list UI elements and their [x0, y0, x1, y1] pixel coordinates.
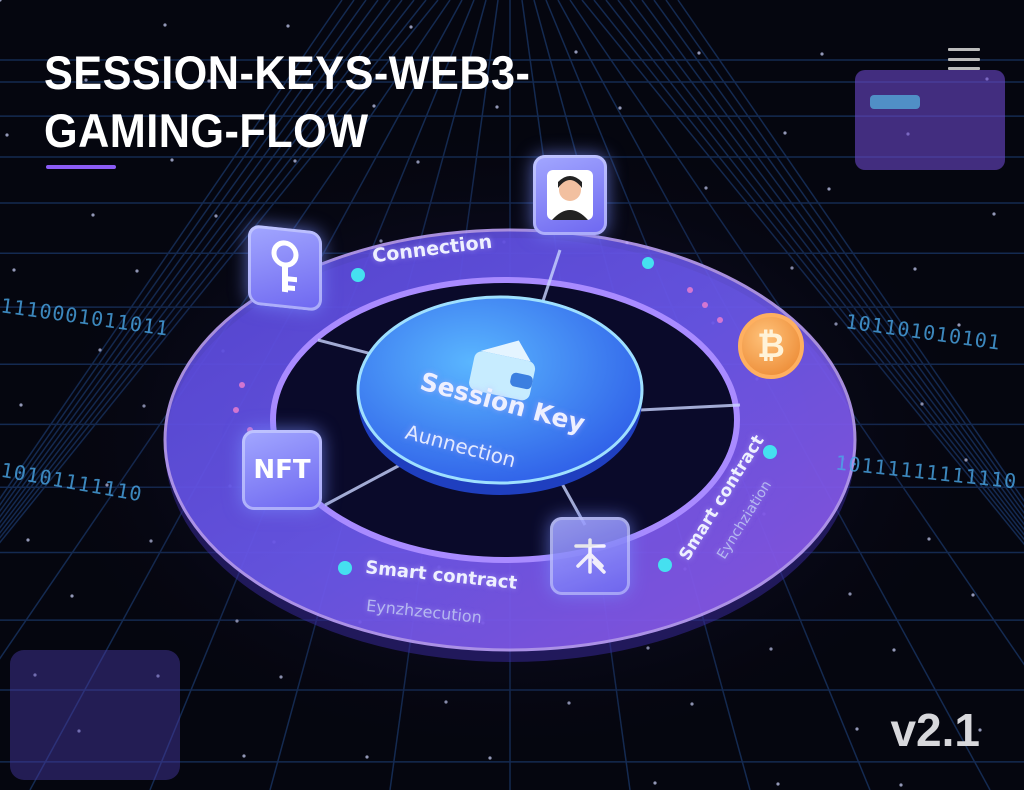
- star-dot: [783, 131, 787, 135]
- smart-contract-node[interactable]: [550, 517, 630, 595]
- star-dot: [409, 25, 413, 29]
- star-dot: [91, 213, 95, 217]
- wallet-icon: [469, 340, 536, 401]
- title-line-1: SESSION-KEYS-WEB3-: [44, 46, 531, 99]
- star-dot: [156, 674, 160, 678]
- star-dot: [207, 79, 211, 83]
- star-dot: [163, 23, 167, 27]
- page-title: SESSION-KEYS-WEB3- GAMING-FLOW: [44, 44, 530, 160]
- star-dot: [827, 187, 831, 191]
- star-dot: [170, 158, 174, 162]
- ring-dots: [338, 257, 777, 575]
- hamburger-menu-icon[interactable]: [948, 48, 980, 70]
- star-dot: [978, 728, 982, 732]
- bitcoin-coin-icon[interactable]: ₿: [738, 313, 804, 379]
- key-icon: [271, 240, 299, 293]
- star-dot: [574, 50, 578, 54]
- version-label: v2.1: [890, 704, 980, 756]
- star-dot: [12, 268, 16, 272]
- star-dot: [899, 783, 903, 787]
- star-dot: [19, 403, 23, 407]
- title-underline: [46, 165, 116, 169]
- key-node[interactable]: [248, 224, 322, 312]
- user-avatar-icon: [547, 170, 593, 220]
- user-node[interactable]: [533, 155, 607, 235]
- blurred-cube: [855, 70, 1005, 170]
- star-dot: [495, 105, 499, 109]
- star-dot: [820, 52, 824, 56]
- star-dot: [0, 0, 2, 2]
- star-dot: [776, 782, 780, 786]
- star-dot: [618, 106, 622, 110]
- star-dot: [365, 755, 369, 759]
- star-dot: [992, 212, 996, 216]
- title-line-2: GAMING-FLOW: [44, 104, 369, 157]
- nft-node[interactable]: NFT: [242, 430, 322, 510]
- star-dot: [70, 594, 74, 598]
- blurred-cube: [10, 650, 180, 780]
- star-dot: [286, 24, 290, 28]
- smart-contract-icon: [574, 538, 606, 574]
- star-dot: [33, 673, 37, 677]
- star-dot: [242, 754, 246, 758]
- bitcoin-symbol: ₿: [757, 326, 785, 366]
- star-dot: [26, 538, 30, 542]
- star-dot: [971, 593, 975, 597]
- star-dot: [892, 648, 896, 652]
- star-dot: [653, 781, 657, 785]
- star-dot: [77, 729, 81, 733]
- star-dot: [84, 78, 88, 82]
- star-dot: [5, 133, 9, 137]
- star-dot: [372, 104, 376, 108]
- nft-icon: NFT: [253, 455, 311, 485]
- star-dot: [855, 727, 859, 731]
- star-dot: [697, 51, 701, 55]
